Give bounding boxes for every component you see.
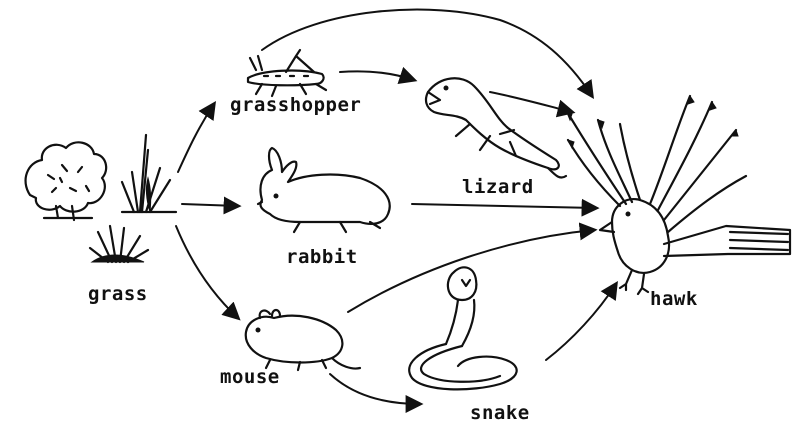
label-hawk: hawk [650, 288, 698, 310]
rabbit-illustration [258, 148, 390, 232]
grasshopper-illustration [248, 50, 326, 96]
label-snake: snake [470, 402, 530, 424]
arrow-grasshopper-to-lizard [340, 71, 414, 80]
grass-illustration [26, 135, 176, 262]
label-rabbit: rabbit [286, 246, 358, 268]
feeding-arrows [176, 10, 616, 404]
arrow-grass-to-mouse [176, 226, 238, 318]
arrow-snake-to-hawk [546, 284, 616, 360]
hawk-illustration [566, 96, 790, 294]
label-mouse: mouse [220, 366, 280, 388]
arrow-lizard-to-hawk [490, 92, 572, 112]
snake-illustration [409, 267, 516, 389]
label-lizard: lizard [462, 176, 534, 198]
arrow-grasshopper-to-hawk [262, 10, 592, 96]
arrow-rabbit-to-hawk [412, 204, 596, 208]
mouse-illustration [246, 310, 360, 370]
label-grass: grass [88, 283, 148, 305]
arrow-mouse-to-snake [330, 374, 420, 404]
arrow-grass-to-grasshopper [178, 104, 214, 172]
label-grasshopper: grasshopper [230, 94, 361, 116]
arrow-grass-to-rabbit [182, 204, 238, 206]
